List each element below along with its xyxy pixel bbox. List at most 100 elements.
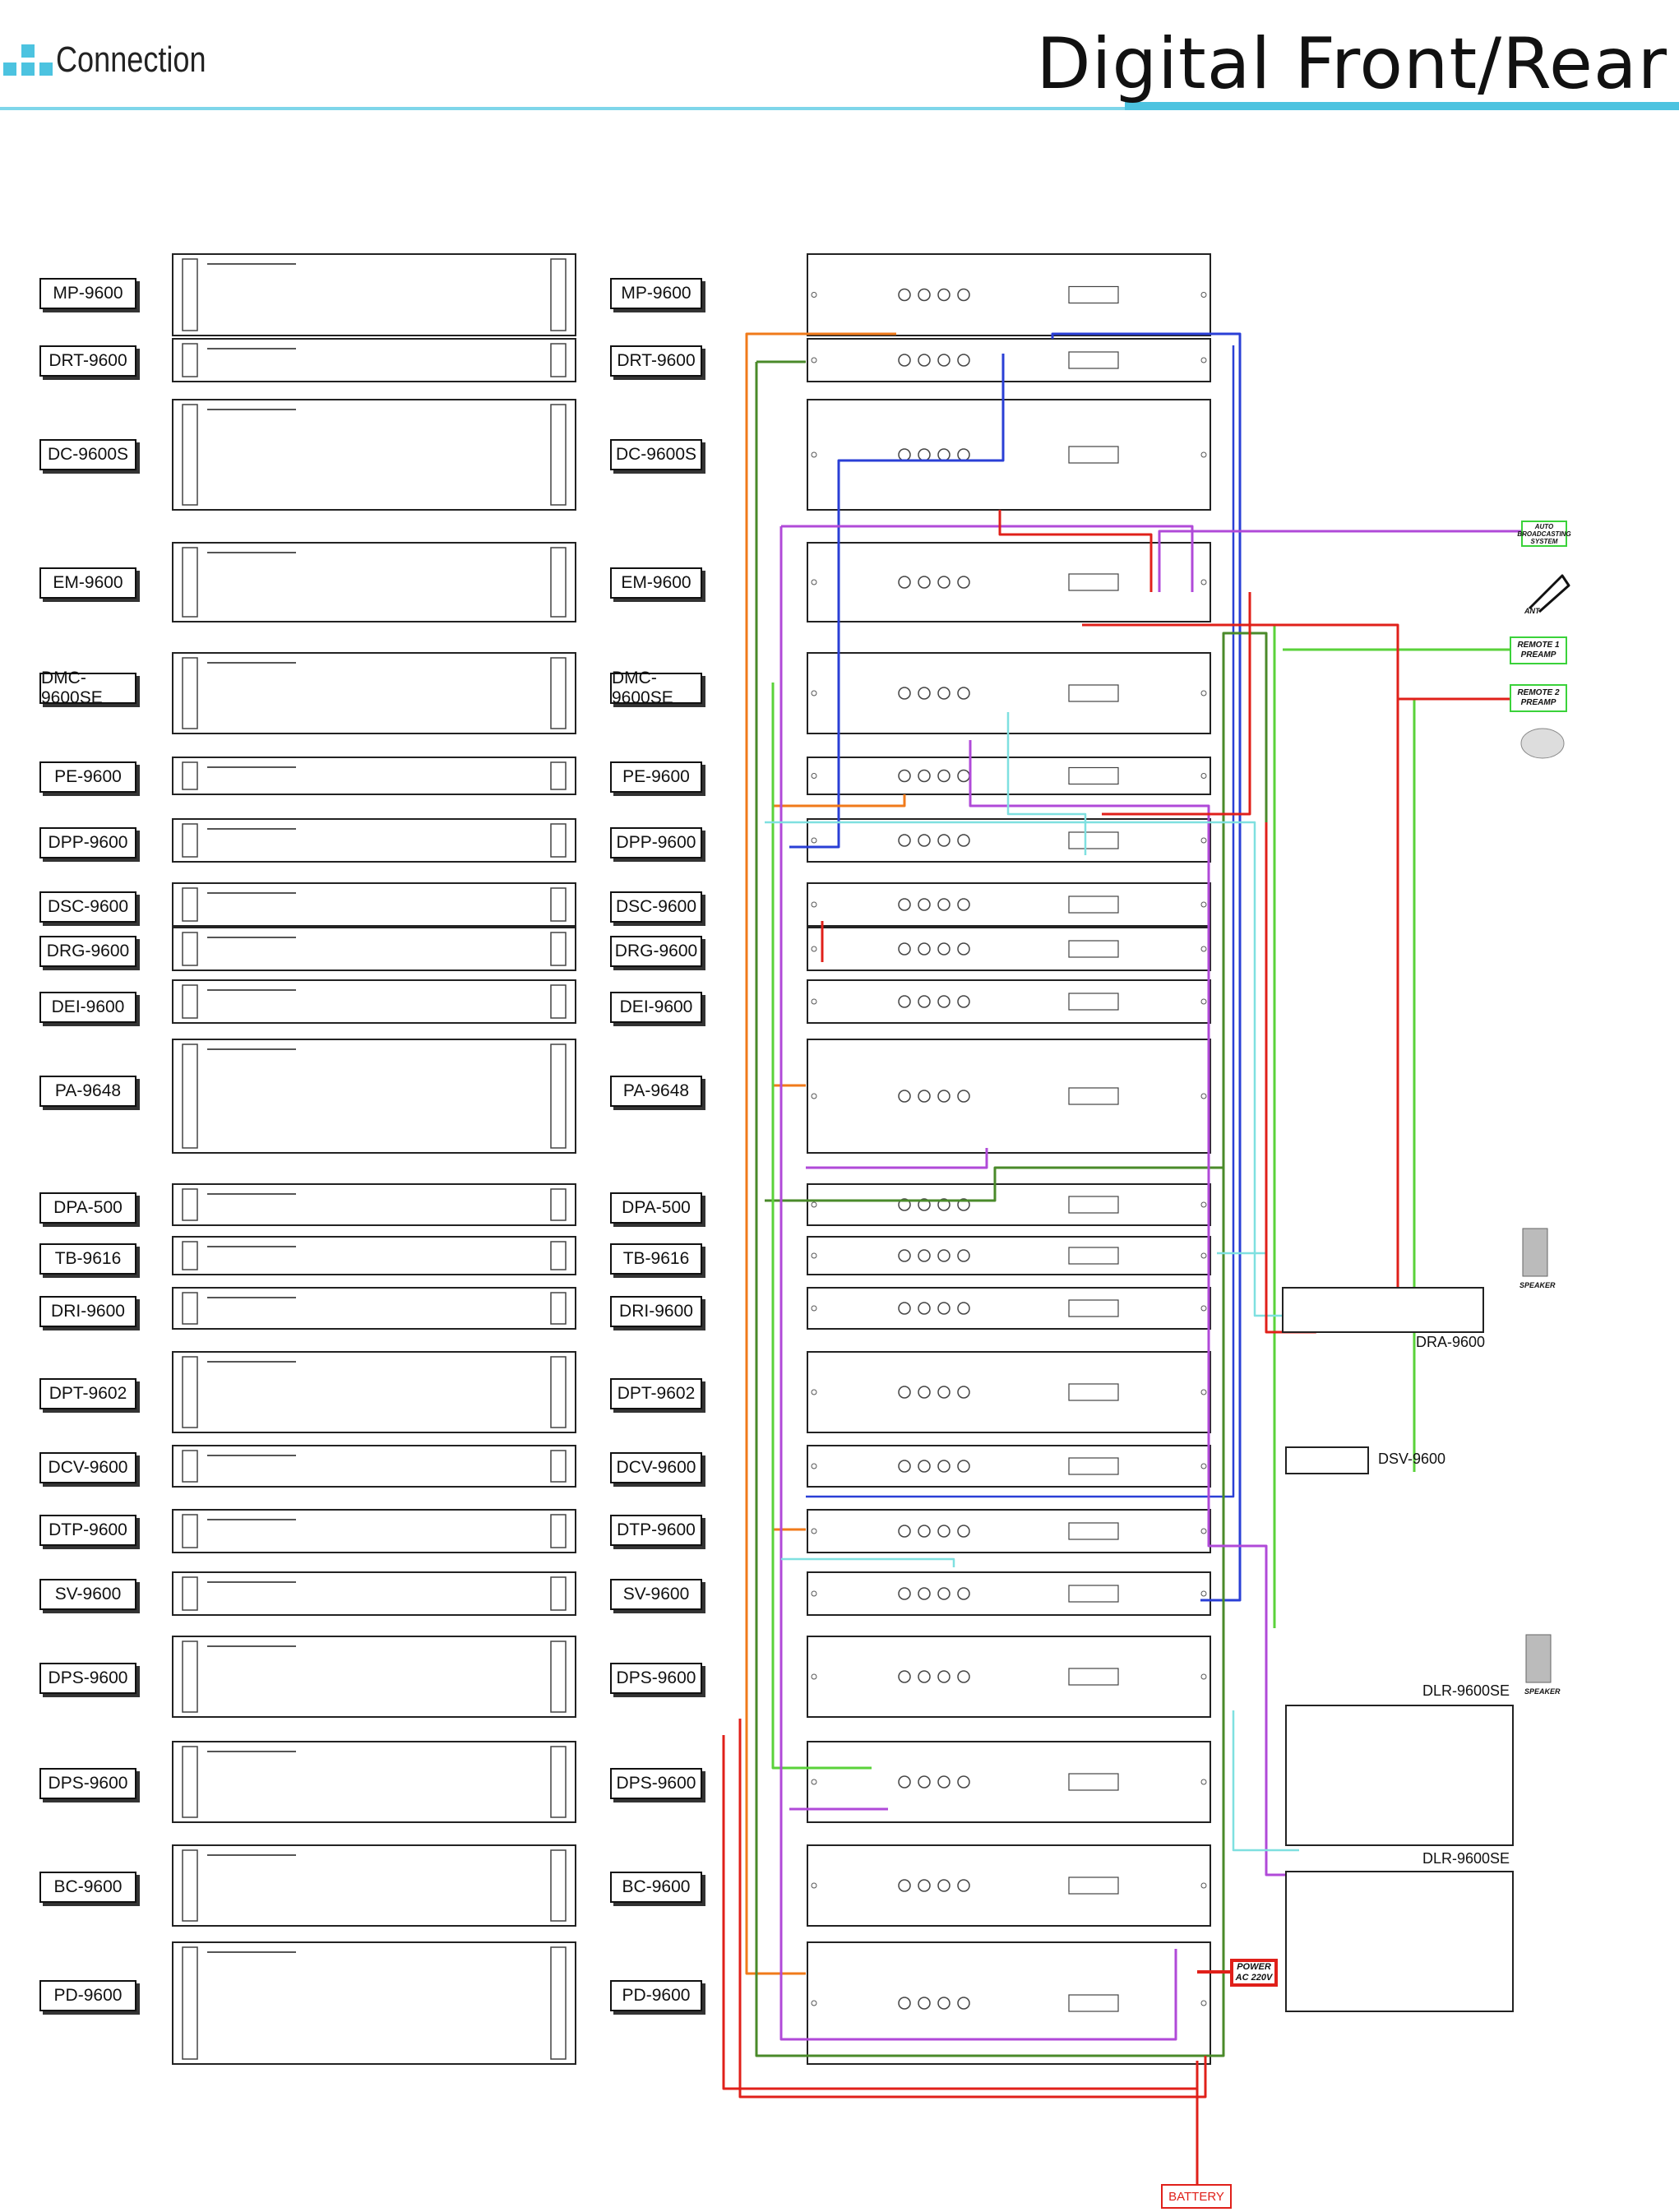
front-panel [172,652,576,734]
rear-panel [807,1236,1211,1275]
rear-connector [957,687,970,700]
rear-connector [937,687,951,700]
front-panel [172,1236,576,1275]
device-label-left: DSC-9600 [39,891,136,923]
device-label-center: DPS-9600 [610,1768,702,1799]
wire-purple [806,1148,988,1169]
front-handle-right [550,1241,567,1270]
rear-connector [898,1587,911,1600]
rear-connector [898,1198,911,1211]
rear-connector [937,1386,951,1399]
rear-connector [898,1997,911,2010]
front-handle-left [182,932,198,966]
front-panel [172,1351,576,1433]
rear-connector [918,1525,931,1538]
rear-screw [811,2000,817,2006]
device-label-center: EM-9600 [610,567,702,599]
rear-spec-plate [1068,1876,1119,1895]
rear-connector [898,898,911,911]
rear-connector [918,1997,931,2010]
rear-connector [937,1670,951,1683]
rear-screw [1200,773,1207,779]
rear-panel [807,542,1211,622]
device-label-left: EM-9600 [39,567,136,599]
rear-spec-plate [1068,1196,1119,1214]
battery-box: BATTERY [1161,2184,1232,2209]
device-label-left: DPT-9602 [39,1378,136,1409]
rear-screw [1200,357,1207,363]
front-handle-left [182,404,198,506]
front-panel [172,1039,576,1154]
device-label-center: SV-9600 [610,1579,702,1610]
rear-connector [898,1670,911,1683]
rear-connector [957,1198,970,1211]
wire-purple [1158,530,1521,592]
rear-screw [1200,1463,1207,1469]
rear-screw [811,1252,817,1259]
front-panel [172,253,576,336]
rear-screw [1200,837,1207,844]
smoke-detector-icon [1520,728,1565,759]
rear-panel [807,1287,1211,1330]
rear-screw [1200,1389,1207,1395]
wire-purple [969,740,1299,1876]
rear-connector [918,1670,931,1683]
rear-connector [898,1249,911,1262]
rear-screw [811,901,817,908]
rear-connector [918,354,931,367]
front-handle-left [182,1576,198,1611]
remote1-preamp-box: REMOTE 1 PREAMP [1510,636,1567,664]
rear-panel [807,1183,1211,1226]
wire-blue [789,354,1005,849]
front-handle-right [550,1746,567,1818]
rear-spec-plate [1068,1457,1119,1475]
rear-spec-plate [1068,351,1119,369]
rear-connector [937,354,951,367]
rear-connector [898,1460,911,1473]
rear-spec-plate [1068,766,1119,785]
rear-screw [811,579,817,585]
front-panel [172,757,576,795]
front-handle-right [550,1849,567,1922]
rear-panel [807,927,1211,971]
rear-screw [811,1882,817,1889]
front-handle-right [550,1946,567,2060]
rear-screw [811,1389,817,1395]
rear-screw [1200,1779,1207,1785]
dsv-label: DSV-9600 [1378,1451,1446,1467]
rear-connector [898,1386,911,1399]
rear-connector [918,995,931,1008]
front-panel [172,338,576,382]
rear-connector [898,769,911,783]
device-label-center: DRT-9600 [610,345,702,377]
header-logo-square-2 [3,62,16,76]
rear-connector [957,995,970,1008]
wire-blue-bus [1051,332,1242,1602]
wire-red [998,510,1153,592]
rear-connector [898,354,911,367]
front-handle-right [550,932,567,966]
rear-connector [957,1460,970,1473]
front-handle-right [550,1044,567,1149]
speaker-icon [1522,1228,1548,1277]
wire-red [1082,623,1399,1307]
rear-screw [1200,1882,1207,1889]
rear-panel [807,1941,1211,2065]
rear-connector [898,1879,911,1892]
wire-red [722,1735,1197,2090]
rear-connector [918,769,931,783]
device-label-center: PE-9600 [610,761,702,793]
header-logo-square-1 [21,44,35,58]
front-handle-right [550,1576,567,1611]
front-panel [172,818,576,863]
rear-connector [957,898,970,911]
rear-screw [1200,946,1207,952]
rear-connector [918,687,931,700]
device-label-center: DSC-9600 [610,891,702,923]
ant-label: ANT [1524,607,1540,615]
device-label-center: DEI-9600 [610,992,702,1023]
antenna-icon [1528,574,1570,613]
front-handle-right [550,1292,567,1325]
wire-blue [806,345,1235,1498]
wire-orange [745,332,896,1975]
